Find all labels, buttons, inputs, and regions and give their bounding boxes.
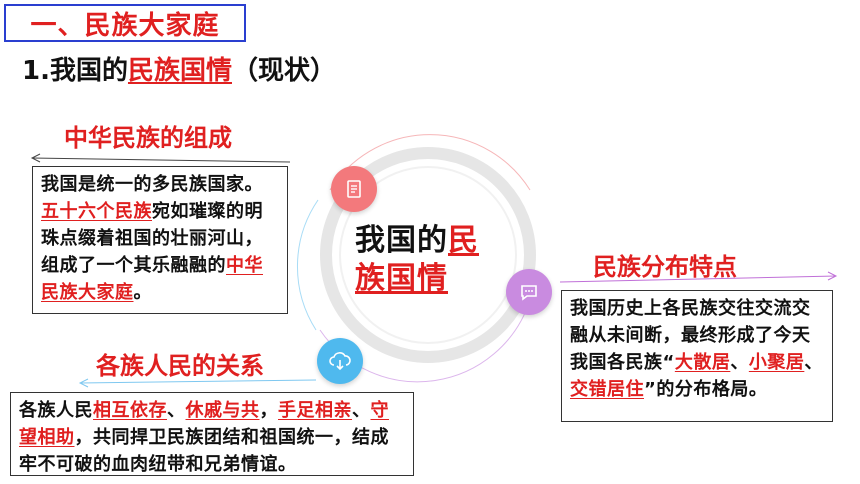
distribution-highlight-3: 交错居住 bbox=[570, 379, 644, 400]
composition-text-1: 我国是统一的多民族国家。 bbox=[41, 174, 263, 195]
center-title: 我国的民 族国情 bbox=[355, 222, 505, 298]
composition-heading: 中华民族的组成 bbox=[64, 124, 232, 152]
composition-box: 我国是统一的多民族国家。五十六个民族宛如璀璨的明珠点缀着祖国的壮丽河山，组成了一… bbox=[32, 166, 288, 314]
arrow-composition bbox=[31, 157, 291, 163]
relations-text-2: 、 bbox=[167, 400, 186, 421]
composition-highlight-1: 五十六个民族 bbox=[41, 201, 152, 222]
arc-left bbox=[296, 199, 319, 331]
arrowhead-distribution bbox=[827, 271, 838, 281]
distribution-text-1: 我国历史上各民族交往交流交融从未间断，最终形成了今天我国各民族“ bbox=[570, 298, 811, 373]
relations-box: 各族人民相互依存、休戚与共，手足相亲、守望相助，共同捍卫民族团结和祖国统一，结成… bbox=[10, 392, 414, 476]
center-red-1: 民 bbox=[448, 223, 479, 258]
page-subtitle: 1.我国的民族国情（现状） bbox=[22, 50, 336, 87]
relations-highlight-1: 相互依存 bbox=[93, 400, 167, 421]
distribution-heading: 民族分布特点 bbox=[593, 253, 737, 281]
relations-highlight-4: 守望相助 bbox=[19, 400, 389, 448]
distribution-text-2: 、 bbox=[730, 352, 749, 373]
ring-outer bbox=[320, 147, 536, 363]
arrow-relations bbox=[79, 379, 317, 384]
relations-text-5: ，共同捍卫民族团结和祖国统一，结成牢不可破的血肉纽带和兄弟情谊。 bbox=[19, 427, 389, 475]
cloud-download-icon bbox=[317, 338, 363, 384]
distribution-text-4: ”的分布格局。 bbox=[644, 379, 768, 400]
relations-heading: 各族人民的关系 bbox=[96, 352, 264, 380]
section-title: 一、民族大家庭 bbox=[4, 4, 246, 42]
subtitle-prefix: 1.我国的 bbox=[22, 56, 128, 86]
relations-text-1: 各族人民 bbox=[19, 400, 93, 421]
arrowhead-relations bbox=[78, 378, 89, 388]
center-black: 我国的 bbox=[355, 223, 448, 258]
relations-highlight-2: 休戚与共 bbox=[185, 400, 260, 421]
center-red-2: 族国情 bbox=[355, 261, 448, 296]
composition-highlight-2: 中华民族大家庭 bbox=[41, 255, 263, 303]
arrowhead-composition bbox=[30, 153, 41, 163]
subtitle-suffix: （现状） bbox=[231, 56, 336, 86]
composition-text-2: 宛如璀璨的明珠点缀着祖国的壮丽河山，组成了一个其乐融融的 bbox=[41, 201, 263, 276]
ring-inner bbox=[339, 166, 517, 344]
distribution-highlight-1: 大散居 bbox=[674, 352, 731, 373]
relations-highlight-3: 手足相亲 bbox=[278, 400, 352, 421]
subtitle-highlight: 民族国情 bbox=[127, 56, 232, 86]
relations-text-4: 、 bbox=[352, 400, 371, 421]
arrow-distribution bbox=[559, 275, 837, 283]
distribution-highlight-2: 小聚居 bbox=[748, 352, 805, 373]
distribution-box: 我国历史上各民族交往交流交融从未间断，最终形成了今天我国各民族“大散居、小聚居、… bbox=[561, 290, 833, 422]
arc-top bbox=[329, 134, 531, 191]
chat-icon bbox=[506, 269, 552, 315]
distribution-text-3: 、 bbox=[804, 352, 823, 373]
composition-text-3: 。 bbox=[133, 282, 152, 303]
relations-text-3: ， bbox=[259, 400, 278, 421]
document-icon bbox=[331, 166, 377, 212]
